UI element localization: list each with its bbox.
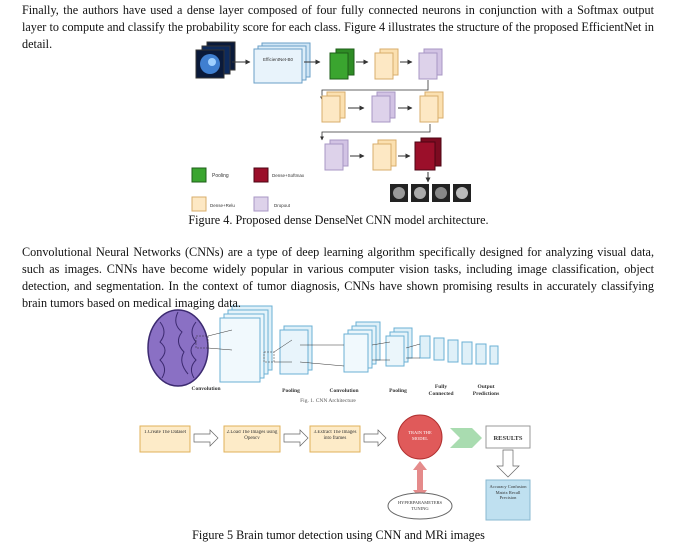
figure-4: EfficientNet-B0 bbox=[191, 41, 471, 212]
paragraph-1: Finally, the authors have used a dense l… bbox=[22, 3, 654, 51]
connector-row1-row2 bbox=[320, 80, 429, 101]
flow-step-1-label-box: 1.Create The Dataset bbox=[144, 430, 186, 435]
flow-step-2 bbox=[223, 425, 281, 453]
flow-step-3-label: 3.Extract The Images into frames bbox=[313, 430, 357, 441]
dense-relu-block-2 bbox=[321, 91, 346, 123]
flow-step-3 bbox=[309, 425, 361, 453]
flow-metrics-label-box: Accuracy Confusion Matrix Recall Precisi… bbox=[489, 484, 527, 500]
figure-5-cnn: Convolution Pooling Convolution Pooling … bbox=[147, 305, 500, 404]
legend-dense-softmax: Dense+Softmax bbox=[272, 173, 305, 178]
dense-relu-block-4 bbox=[372, 139, 397, 171]
dropout-block-2 bbox=[371, 91, 396, 123]
figure4-legend: Pooling Dense+Softmax Dense+Relu Dropout bbox=[191, 167, 305, 212]
dropout-block-3 bbox=[324, 139, 349, 171]
flow-tuning-label: HYPERPARAMETERS TUNING bbox=[397, 500, 443, 511]
dropout-block-1 bbox=[418, 48, 443, 80]
projection-lines bbox=[195, 329, 421, 367]
cnn-label-fully-connected: Fully Connected bbox=[428, 384, 454, 397]
flow-arrow-green bbox=[450, 428, 482, 448]
connector-row2-row3 bbox=[320, 124, 431, 141]
pool-stack-1 bbox=[279, 325, 313, 375]
cnn-label-convolution-1: Convolution bbox=[191, 386, 220, 392]
cnn-subcaption: Fig. 1. CNN Architecture bbox=[300, 398, 356, 404]
figure-4-caption: Figure 4. Proposed dense DenseNet CNN mo… bbox=[188, 213, 489, 227]
figure-5-caption: Figure 5 Brain tumor detection using CNN… bbox=[192, 528, 485, 542]
figure-5-flow: 1.Create The Dataset 2.Load The Images u… bbox=[139, 414, 531, 521]
cnn-label-output: Output Predictions bbox=[472, 384, 500, 397]
flow-arrow-1 bbox=[193, 429, 219, 447]
flow-arrow-3 bbox=[363, 429, 387, 447]
flow-step-5-label: RESULTS bbox=[493, 435, 522, 442]
pooling-block-1 bbox=[329, 48, 355, 80]
cnn-label-pooling-2: Pooling bbox=[389, 388, 407, 394]
dense-softmax-block bbox=[414, 137, 442, 171]
flow-tuning-label-box: HYPERPARAMETERS TUNING bbox=[397, 500, 443, 511]
legend-swatch-dense-relu bbox=[191, 196, 207, 212]
dense-relu-block-1 bbox=[374, 48, 399, 80]
flow-step-4-label-box: TRAIN THE MODEL bbox=[408, 430, 432, 441]
fully-connected-layers bbox=[419, 335, 499, 365]
legend-swatch-dropout bbox=[253, 196, 269, 212]
results-down-arrow bbox=[496, 449, 520, 478]
cnn-label-convolution-2: Convolution bbox=[329, 388, 358, 394]
mri-input-stack bbox=[195, 41, 236, 79]
cnn-label-fully-connected-box: Fully Connected bbox=[428, 384, 454, 397]
legend-dense-relu: Dense+Relu bbox=[210, 203, 235, 208]
cnn-label-output-box: Output Predictions bbox=[472, 384, 500, 397]
output-mri-thumbs bbox=[390, 184, 471, 202]
legend-pooling: Pooling bbox=[212, 173, 229, 179]
flow-step-4 bbox=[397, 414, 443, 460]
pool-stack-2 bbox=[385, 327, 413, 367]
paragraph-2: Convolutional Neural Networks (CNNs) are… bbox=[22, 245, 654, 310]
efficientnet-block: EfficientNet-B0 bbox=[253, 42, 311, 84]
flow-step-3-label-box: 3.Extract The Images into frames bbox=[313, 430, 357, 441]
flow-metrics-label: Accuracy Confusion Matrix Recall Precisi… bbox=[489, 484, 527, 500]
conv-stack-1 bbox=[219, 305, 273, 383]
flow-arrow-2 bbox=[283, 429, 309, 447]
flow-step-4-label: TRAIN THE MODEL bbox=[408, 430, 432, 441]
flow-step-5 bbox=[485, 425, 531, 449]
flow-step-1 bbox=[139, 425, 191, 453]
flow-step-1-label: 1.Create The Dataset bbox=[144, 430, 186, 435]
tuning-arrow bbox=[413, 461, 427, 499]
conv-stack-2 bbox=[343, 321, 381, 373]
flow-metrics bbox=[485, 479, 531, 521]
flow-tuning bbox=[387, 492, 453, 520]
flow-step-2-label-box: 2.Load The Images using Opencv bbox=[226, 430, 278, 441]
legend-dropout: Dropout bbox=[274, 203, 291, 208]
flow-step-2-label: 2.Load The Images using Opencv bbox=[226, 430, 278, 441]
legend-swatch-dense-softmax bbox=[253, 167, 269, 183]
legend-swatch-pooling bbox=[191, 167, 207, 183]
dense-relu-block-3 bbox=[419, 91, 444, 123]
backbone-label: EfficientNet-B0 bbox=[263, 57, 293, 62]
cnn-label-pooling-1: Pooling bbox=[282, 388, 300, 394]
